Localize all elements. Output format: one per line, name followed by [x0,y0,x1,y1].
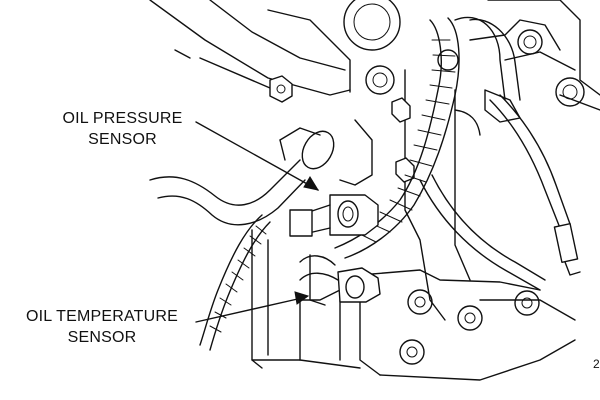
oil-temperature-label-line2: SENSOR [67,329,137,346]
engine-block [251,69,576,381]
oil-pressure-sensor [289,194,379,237]
coolant-hose [149,127,335,226]
oil-temperature-label-line1: OIL TEMPERATURE [25,308,179,325]
cover-bosses [343,0,585,107]
callout-leaders [195,121,320,323]
oil-pressure-sensor-label: OIL PRESSURE SENSOR [40,108,205,150]
oil-pressure-label-line1: OIL PRESSURE [62,110,183,127]
figure-number: 2 [593,357,600,371]
engine-housing-outline [149,0,600,111]
oil-temperature-sensor [299,254,381,306]
mounting-bolts [269,75,540,365]
oil-temperature-sensor-label: OIL TEMPERATURE SENSOR [2,306,202,348]
oil-lines [419,89,581,291]
oil-pressure-label-line2: SENSOR [88,131,157,148]
